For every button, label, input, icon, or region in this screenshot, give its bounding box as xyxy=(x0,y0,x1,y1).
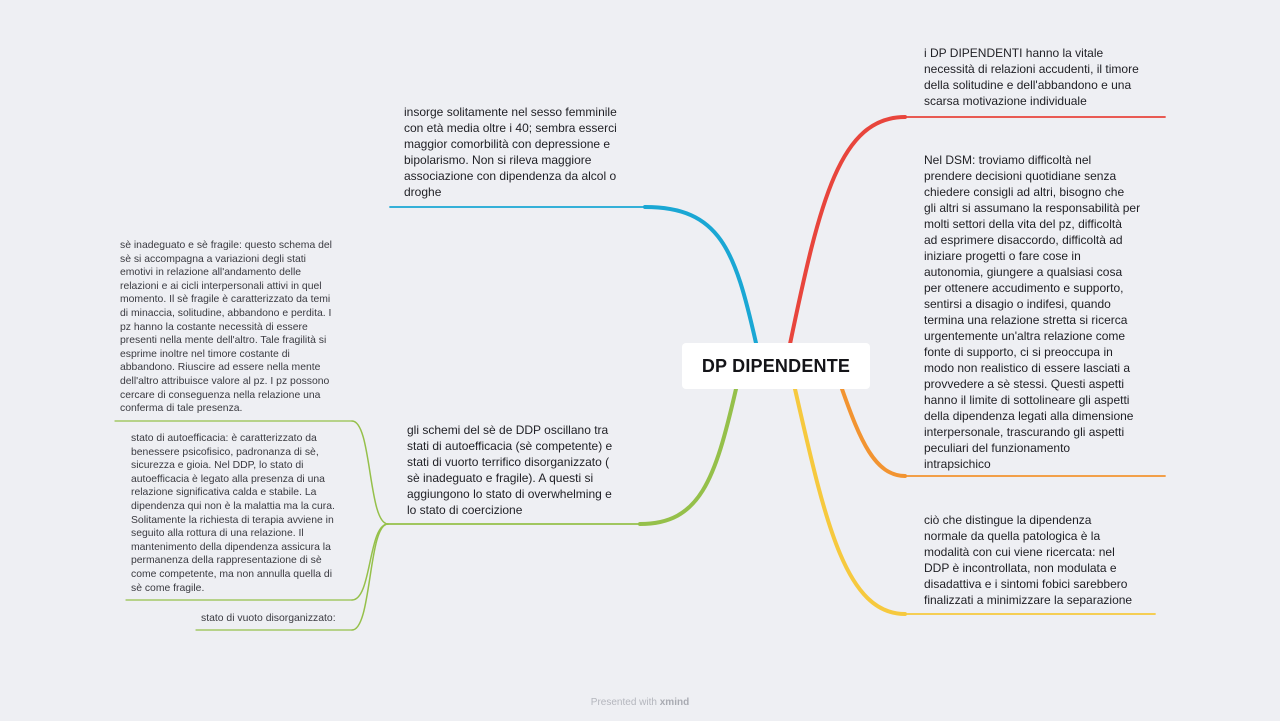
branch-green xyxy=(638,387,738,526)
footer-credit: Presented with xmind xyxy=(0,697,1280,708)
xmind-logo: xmind xyxy=(659,697,690,708)
topic-bottom-left[interactable]: gli schemi del sè de DDP oscillano tra s… xyxy=(407,423,613,517)
central-topic[interactable]: DP DIPENDENTE xyxy=(682,343,870,389)
topic-dsm[interactable]: Nel DSM: troviamo difficoltà nel prender… xyxy=(924,153,1141,471)
subbranch-autoefficacia xyxy=(351,523,389,601)
topic-top-left[interactable]: insorge solitamente nel sesso femminile … xyxy=(404,105,617,199)
branch-blue xyxy=(643,205,758,345)
topic-top-right[interactable]: i DP DIPENDENTI hanno la vitale necessit… xyxy=(924,46,1139,108)
subbranch-vuoto xyxy=(351,523,389,631)
subbranch-fragile xyxy=(351,420,389,525)
subtopic-autoefficacia[interactable]: stato di autoefficacia: è caratterizzato… xyxy=(131,433,335,594)
topic-bottom-right[interactable]: ciò che distingue la dipendenza normale … xyxy=(924,513,1133,607)
branch-orange xyxy=(840,387,907,478)
footer-prefix: Presented with xyxy=(590,697,657,708)
branch-red xyxy=(788,115,907,346)
subtopic-se-fragile[interactable]: sè inadeguato e sè fragile: questo schem… xyxy=(120,240,332,415)
branch-yellow xyxy=(793,387,907,616)
subtopic-vuoto-disorganizzato[interactable]: stato di vuoto disorganizzato: xyxy=(201,613,336,624)
